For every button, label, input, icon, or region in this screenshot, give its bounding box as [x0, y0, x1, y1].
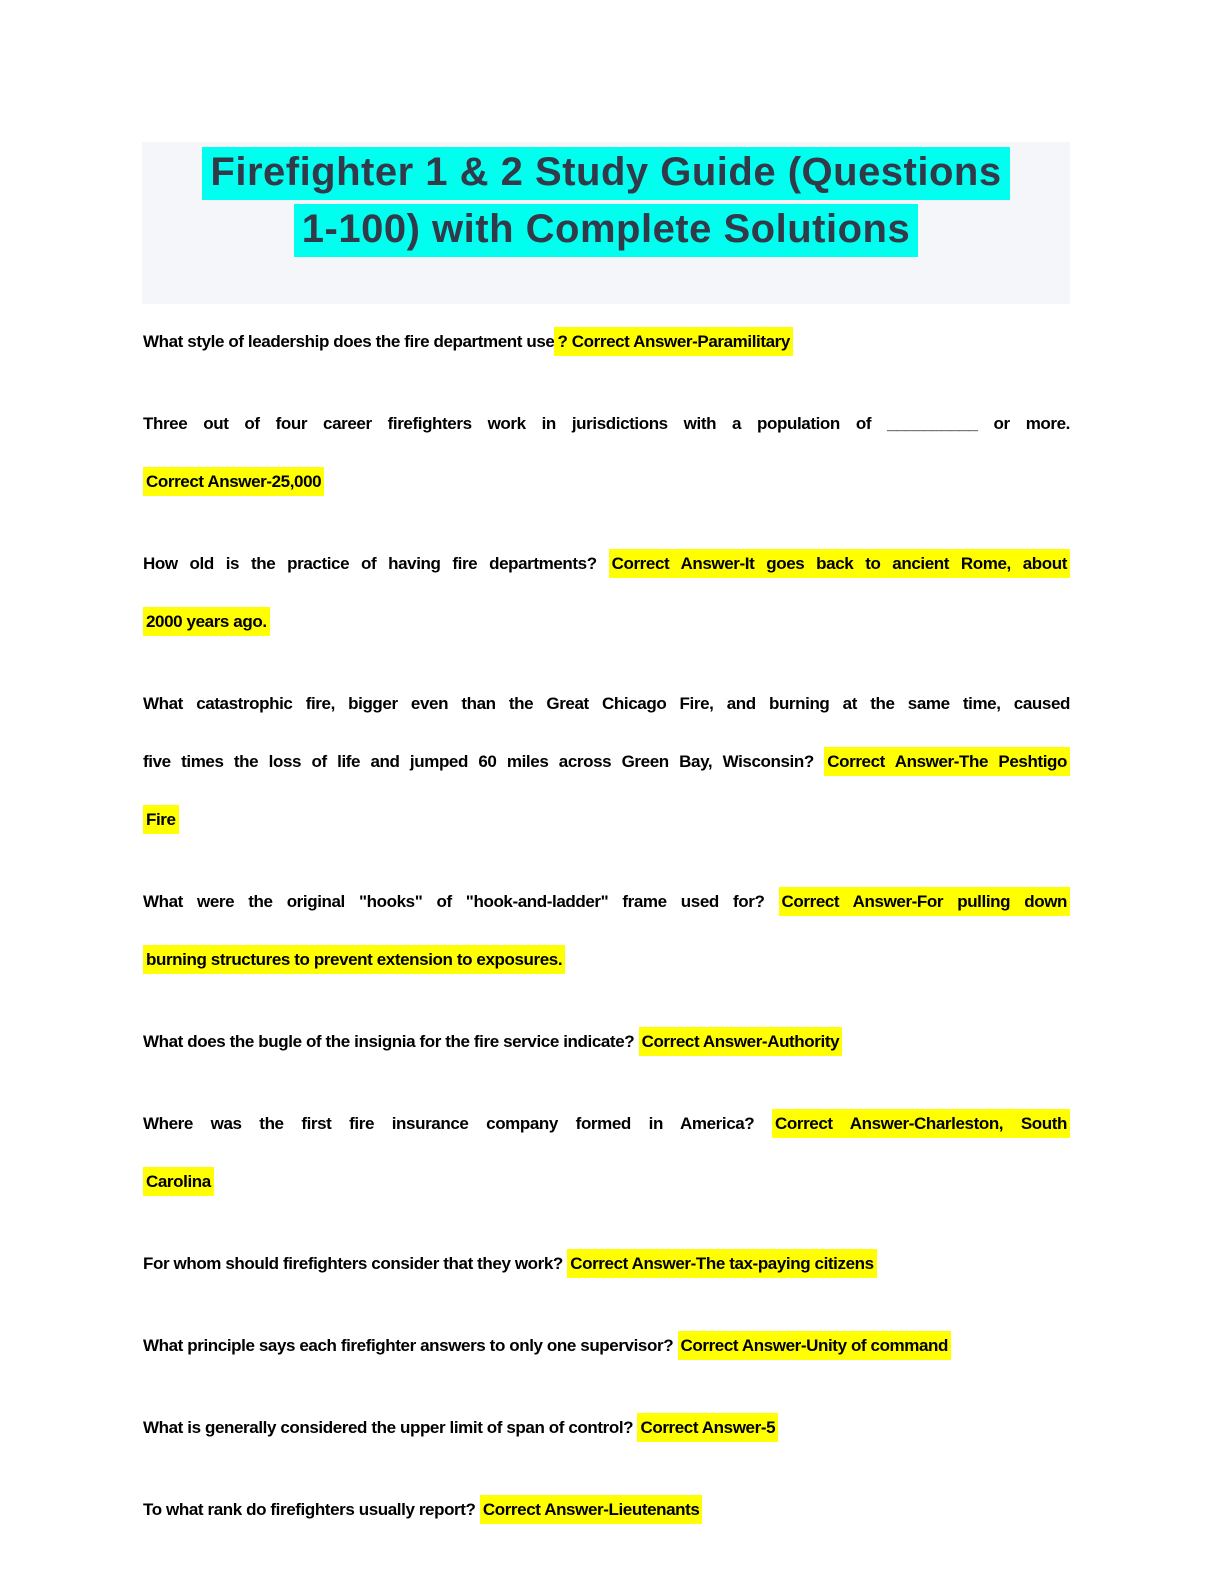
- qa-item-4: What catastrophic fire, bigger even than…: [143, 683, 1070, 840]
- qa-line: What is generally considered the upper l…: [143, 1407, 1070, 1448]
- question-text: What were the original "hooks" of "hook-…: [143, 892, 779, 911]
- qa-item-3: How old is the practice of having fire d…: [143, 543, 1070, 642]
- answer-highlight: Correct Answer-The tax-paying citizens: [567, 1249, 877, 1278]
- question-text: To what rank do firefighters usually rep…: [143, 1500, 480, 1519]
- answer-highlight: Correct Answer-Charleston, South: [772, 1109, 1070, 1138]
- answer-highlight: Correct Answer-25,000: [143, 467, 325, 496]
- qa-item-2: Three out of four career firefighters wo…: [143, 403, 1070, 502]
- qa-line: For whom should firefighters consider th…: [143, 1243, 1070, 1284]
- qa-item-11: To what rank do firefighters usually rep…: [143, 1489, 1070, 1530]
- qa-line: What does the bugle of the insignia for …: [143, 1021, 1070, 1062]
- qa-item-6: What does the bugle of the insignia for …: [143, 1021, 1070, 1062]
- answer-highlight: 2000 years ago.: [143, 607, 270, 636]
- qa-item-5: What were the original "hooks" of "hook-…: [143, 881, 1070, 980]
- question-text: What principle says each firefighter ans…: [143, 1336, 678, 1355]
- qa-line: What style of leadership does the fire d…: [143, 321, 1070, 362]
- qa-line: Carolina: [143, 1161, 1070, 1202]
- qa-line: What principle says each firefighter ans…: [143, 1325, 1070, 1366]
- question-text: What catastrophic fire, bigger even than…: [143, 694, 1070, 713]
- answer-highlight: burning structures to prevent extension …: [143, 945, 566, 974]
- question-text: Three out of four career firefighters wo…: [143, 414, 1070, 433]
- question-text: What style of leadership does the fire d…: [143, 332, 555, 351]
- answer-highlight: Correct Answer-For pulling down: [778, 887, 1070, 916]
- qa-line: To what rank do firefighters usually rep…: [143, 1489, 1070, 1530]
- qa-item-9: What principle says each firefighter ans…: [143, 1325, 1070, 1366]
- question-text: Where was the first fire insurance compa…: [143, 1114, 772, 1133]
- qa-line: Where was the first fire insurance compa…: [143, 1103, 1070, 1144]
- title-highlight: Firefighter 1 & 2 Study Guide (Questions: [202, 147, 1010, 200]
- qa-line: Three out of four career firefighters wo…: [143, 403, 1070, 444]
- title-highlight: 1-100) with Complete Solutions: [293, 204, 919, 257]
- qa-line: Fire: [143, 799, 1070, 840]
- question-text: For whom should firefighters consider th…: [143, 1254, 568, 1273]
- qa-line: Correct Answer-25,000: [143, 461, 1070, 502]
- answer-highlight: Fire: [143, 805, 179, 834]
- answer-highlight: Correct Answer-The Peshtigo: [824, 747, 1070, 776]
- question-text: What does the bugle of the insignia for …: [143, 1032, 639, 1051]
- qa-item-8: For whom should firefighters consider th…: [143, 1243, 1070, 1284]
- qa-line: How old is the practice of having fire d…: [143, 543, 1070, 584]
- answer-highlight: Carolina: [143, 1167, 214, 1196]
- answer-highlight: Correct Answer-Authority: [638, 1027, 843, 1056]
- qa-item-10: What is generally considered the upper l…: [143, 1407, 1070, 1448]
- qa-item-7: Where was the first fire insurance compa…: [143, 1103, 1070, 1202]
- qa-line: What were the original "hooks" of "hook-…: [143, 881, 1070, 922]
- qa-line: five times the loss of life and jumped 6…: [143, 741, 1070, 782]
- page-title-line-1: Firefighter 1 & 2 Study Guide (Questions: [142, 144, 1070, 201]
- qa-line: burning structures to prevent extension …: [143, 939, 1070, 980]
- answer-highlight: Correct Answer-It goes back to ancient R…: [608, 549, 1070, 578]
- question-text: five times the loss of life and jumped 6…: [143, 752, 825, 771]
- qa-line: 2000 years ago.: [143, 601, 1070, 642]
- page-title-line-2: 1-100) with Complete Solutions: [142, 201, 1070, 258]
- qa-content: What style of leadership does the fire d…: [143, 321, 1070, 1530]
- answer-highlight: ? Correct Answer-Paramilitary: [554, 327, 793, 356]
- question-text: How old is the practice of having fire d…: [143, 554, 609, 573]
- title-block: Firefighter 1 & 2 Study Guide (Questions…: [142, 142, 1070, 304]
- qa-line: What catastrophic fire, bigger even than…: [143, 683, 1070, 724]
- answer-highlight: Correct Answer-Unity of command: [677, 1331, 952, 1360]
- answer-highlight: Correct Answer-Lieutenants: [479, 1495, 703, 1524]
- question-text: What is generally considered the upper l…: [143, 1418, 638, 1437]
- qa-item-1: What style of leadership does the fire d…: [143, 321, 1070, 362]
- answer-highlight: Correct Answer-5: [637, 1413, 779, 1442]
